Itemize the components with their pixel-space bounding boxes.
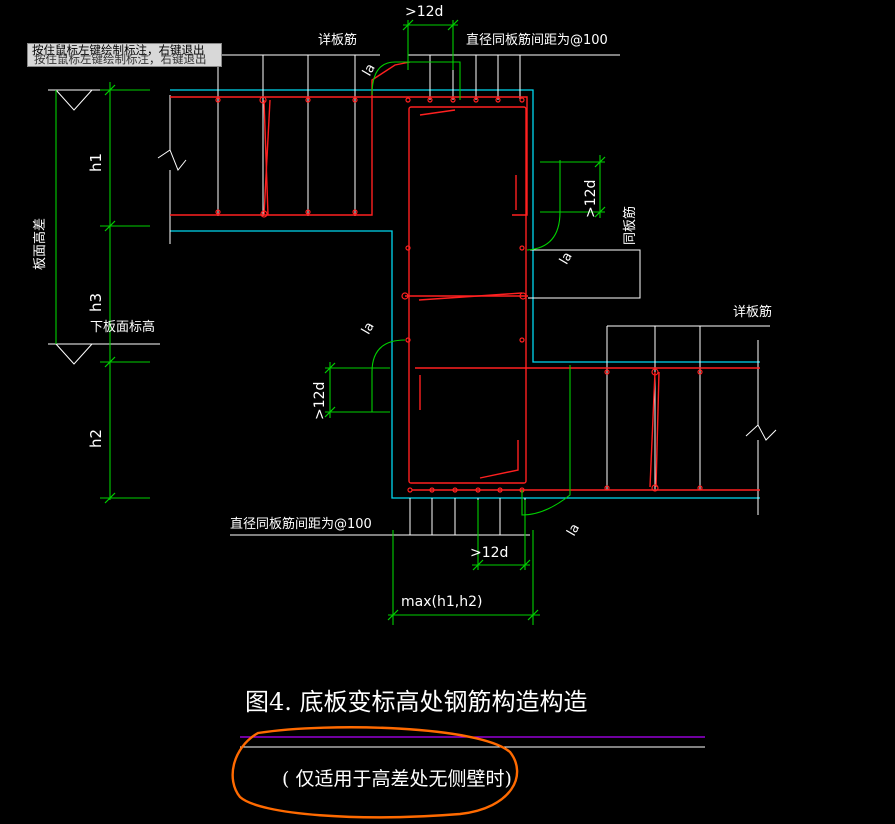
label-h2: h2	[87, 429, 105, 448]
figure-title: 图4. 底板变标高处钢筋构造构造	[245, 688, 588, 716]
figure-note: ( 仅适用于高差处无侧壁时)	[282, 768, 512, 790]
label-bottom-note: 直径同板筋间距为@100	[230, 516, 372, 532]
label-la-right: la	[557, 250, 576, 268]
label-12d-bottom: >12d	[470, 545, 508, 561]
leader-lines	[48, 54, 777, 536]
label-12d-top: >12d	[405, 4, 443, 20]
label-la-left: la	[359, 320, 378, 338]
label-detail-right: 详板筋	[733, 304, 772, 320]
label-detail-top: 详板筋	[318, 32, 357, 48]
label-lower-slab: 下板面标高	[90, 319, 155, 335]
label-la-top: la	[360, 61, 379, 79]
tooltip-line-1: 按住鼠标左键绘制标注，右键退出	[32, 43, 205, 57]
concrete-outline	[170, 89, 760, 499]
label-12d-right: >12d	[583, 180, 599, 218]
label-la-bottom: la	[564, 521, 583, 539]
label-h3: h3	[87, 293, 105, 312]
rebar-dots	[215, 96, 703, 493]
tooltip: 按住鼠标左键绘制标注，右键退出 按住鼠标左键绘制标注，右键退出	[27, 43, 222, 67]
dimension-lines	[55, 20, 605, 625]
label-max-dim: max(h1,h2)	[401, 594, 482, 610]
label-top-note: 直径同板筋间距为@100	[466, 32, 608, 48]
highlight-circle	[231, 726, 519, 819]
rebar	[170, 61, 760, 491]
tooltip-line-2: 按住鼠标左键绘制标注，右键退出	[34, 52, 207, 66]
label-12d-left: >12d	[312, 382, 328, 420]
label-same-bar: 同板筋	[622, 206, 638, 245]
label-slab-diff: 板面高差	[32, 218, 48, 270]
label-h1: h1	[87, 153, 105, 172]
dimension-ticks	[104, 19, 606, 621]
